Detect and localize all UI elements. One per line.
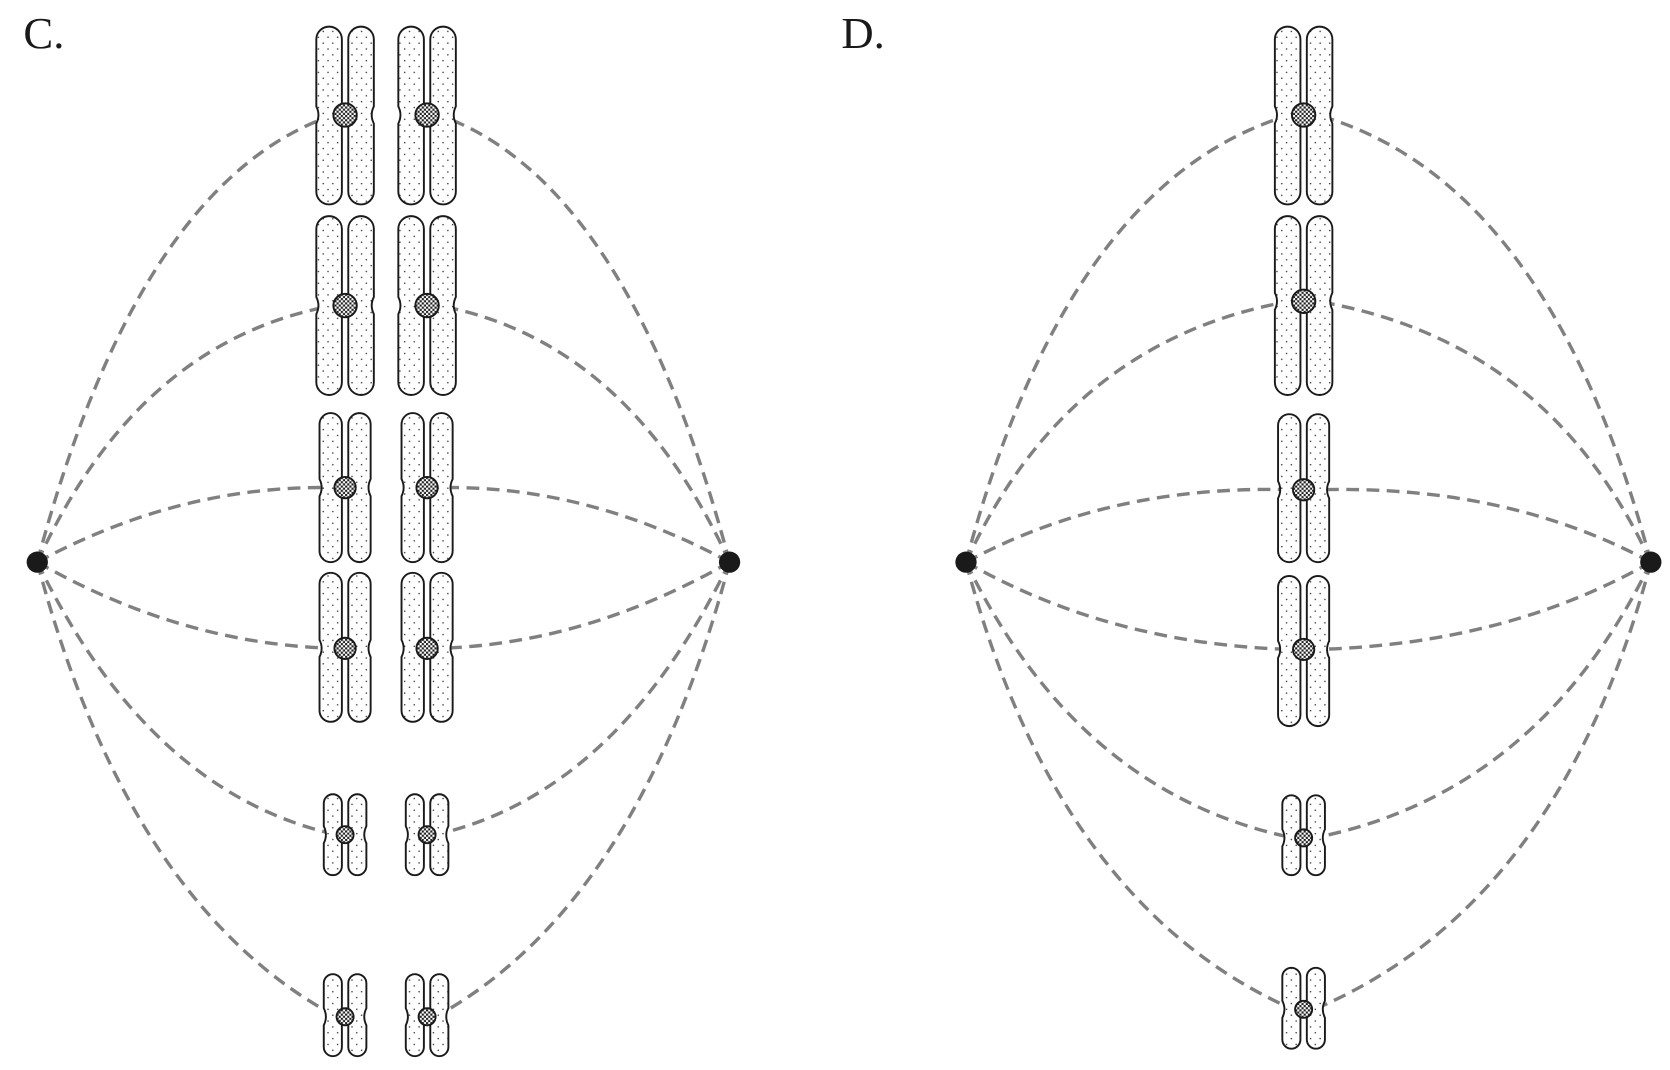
spindle-fiber [36, 560, 335, 651]
spindle-fibers [35, 113, 1653, 1019]
centromere [333, 476, 357, 500]
chromatid [315, 25, 343, 206]
spindle-fiber [1317, 299, 1653, 563]
centromere [1292, 478, 1316, 502]
chromosome [1273, 25, 1334, 206]
chromatid [1277, 413, 1302, 564]
chromatid [400, 571, 425, 723]
chromosome [397, 25, 457, 206]
chromosome [1273, 215, 1334, 396]
spindle-fiber [964, 561, 1294, 1011]
centromere [1294, 828, 1314, 848]
chromosome [404, 973, 450, 1058]
centromere [1290, 288, 1317, 314]
chromatid [404, 793, 425, 877]
spindle-fiber [35, 561, 337, 837]
spindle-fiber [434, 561, 732, 1019]
centromere [415, 476, 439, 500]
chromatid [404, 973, 425, 1058]
chromatid [1277, 575, 1302, 727]
centromere [414, 292, 440, 319]
centromere [414, 102, 440, 128]
chromosome [400, 571, 454, 723]
spindle-fiber [36, 485, 335, 564]
centrosome-pole [1640, 551, 1662, 573]
chromosome [1277, 413, 1331, 564]
chromatid [322, 793, 343, 877]
spindle-fiber [1316, 560, 1652, 652]
centromere [332, 292, 358, 319]
centromere [1290, 102, 1317, 128]
spindle-fiber [965, 487, 1291, 564]
chromosome [322, 793, 368, 877]
chromosome [400, 412, 454, 564]
chromatid [318, 412, 343, 564]
spindle-fiber [35, 561, 338, 1019]
centromere [1294, 999, 1314, 1019]
spindle-fiber [964, 561, 1294, 840]
chromosome [315, 215, 375, 396]
chromosome [318, 412, 372, 564]
chromosome [1281, 966, 1326, 1050]
spindle-fiber [438, 303, 732, 563]
spindle-fiber [35, 303, 334, 563]
spindle-fiber [438, 113, 732, 563]
centromere [335, 1007, 355, 1027]
centromere [335, 825, 355, 845]
chromosome [1277, 575, 1331, 727]
spindle-fiber [435, 561, 732, 837]
spindle-fiber [35, 113, 334, 563]
spindle-fiber [1313, 561, 1653, 1011]
centromere [417, 1007, 437, 1027]
chromatid [1273, 25, 1302, 206]
chromosome [315, 25, 375, 206]
chromatid [1281, 794, 1302, 877]
chromatid [397, 215, 425, 396]
spindle-fiber [1317, 113, 1653, 563]
spindle-fiber [1316, 487, 1652, 564]
chromatid [315, 215, 343, 396]
chromatid [397, 25, 425, 206]
chromosome [404, 793, 450, 877]
chromatid [318, 571, 343, 723]
centromere [333, 636, 357, 660]
panel-label-c: C. [23, 8, 64, 58]
spindle-fiber [965, 560, 1291, 652]
centrosome-pole [955, 551, 977, 573]
centromere [1292, 637, 1316, 662]
chromatid [322, 973, 343, 1058]
centromere [417, 825, 437, 845]
centrosome-pole [26, 551, 48, 573]
spindle-fiber [964, 113, 1291, 563]
chromosome [322, 973, 368, 1058]
chromosome [1281, 794, 1326, 877]
spindle-fiber [437, 560, 731, 651]
panel-label-d: D. [841, 8, 884, 58]
spindle-fiber [437, 485, 731, 564]
chromosome [318, 571, 372, 723]
chromosome [397, 215, 457, 396]
chromatid [400, 412, 425, 564]
spindle-fiber [964, 299, 1291, 563]
chromatid [1281, 966, 1302, 1050]
spindle-fiber [1313, 561, 1653, 840]
chromosomes [315, 25, 1334, 1058]
chromatid [1273, 215, 1302, 396]
centromere [332, 102, 358, 128]
spindle-poles [26, 551, 1662, 573]
centrosome-pole [718, 551, 741, 573]
centromere [415, 636, 439, 660]
